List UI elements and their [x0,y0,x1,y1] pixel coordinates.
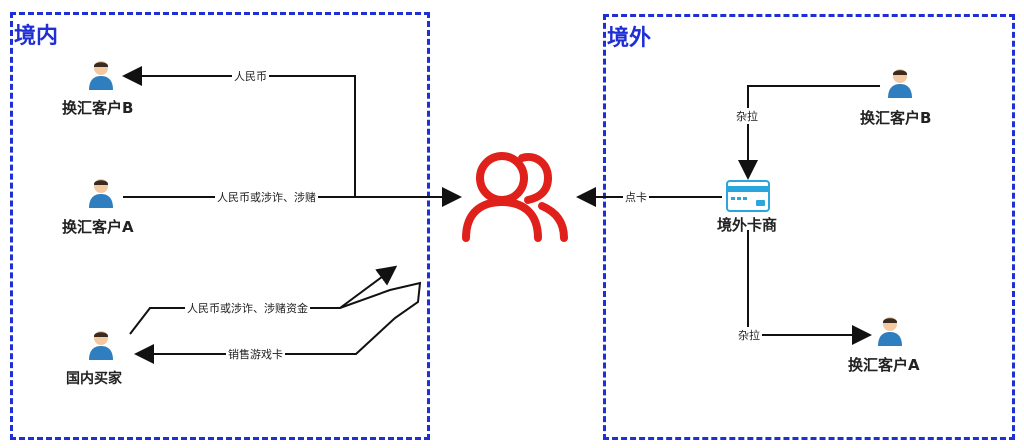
overseas-region [603,14,1015,440]
domestic-region [10,12,430,440]
person-icon [89,331,113,360]
edge-label-top-up: 点卡 [623,189,649,205]
edge-label-split-b: 杂拉 [734,108,760,124]
domestic-buyer-label: 国内买家 [66,371,122,387]
edge-label-rmb-fraud-gambling: 人民币或涉诈、涉赌 [215,189,318,205]
domestic-customer-a-label: 换汇客户A [62,218,134,236]
bank-card-icon [726,180,770,212]
person-icon [888,69,912,98]
domestic-customer-b-label: 换汇客户B [62,99,134,117]
overseas-region-title: 境外 [607,26,652,51]
person-icon [878,317,902,346]
user-group-icon [462,152,568,242]
edge-dealer-to-customer-a [747,230,872,345]
edge-label-sell-game-cards: 销售游戏卡 [226,346,285,362]
domestic-region-title: 境内 [14,24,59,49]
edge-customer-b-to-dealer [738,85,880,180]
overseas-customer-a-label: 换汇客户A [848,356,920,374]
edge-rmb-to-customer-b [122,66,356,196]
person-icon [89,179,113,208]
edge-label-rmb: 人民币 [232,68,269,84]
edge-label-split-a: 杂拉 [736,327,762,343]
edge-label-rmb-fraud-gambling-funds: 人民币或涉诈、涉赌资金 [185,300,310,316]
edge-buyer-funds-loop [129,281,422,364]
person-icon [89,61,113,90]
overseas-card-dealer-label: 境外卡商 [717,216,778,234]
edge-buyer-to-hub [339,265,398,309]
overseas-customer-b-label: 换汇客户B [860,109,932,127]
